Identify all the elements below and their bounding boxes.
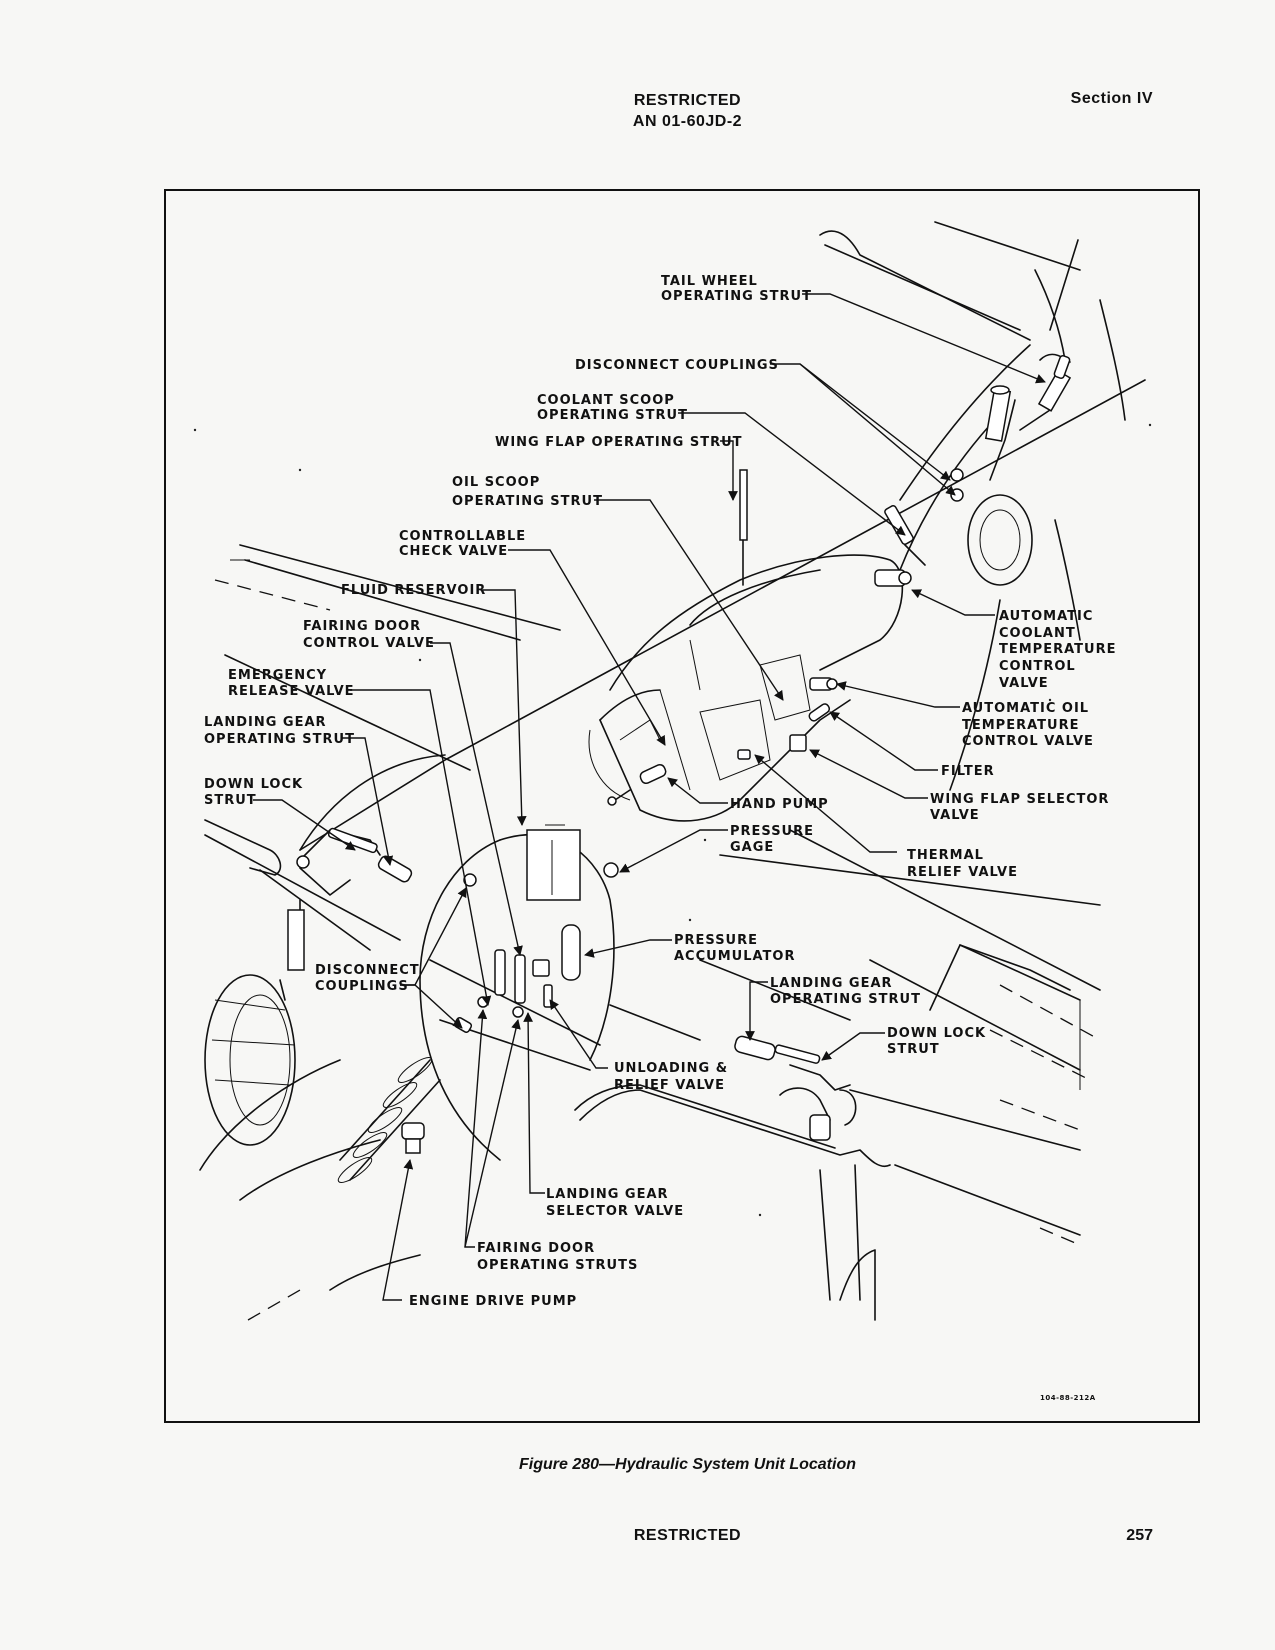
label-wing-flap-selector-l2: VALVE [930,808,980,823]
label-coolant-temp-valve-l1: AUTOMATIC [999,609,1093,624]
label-disconnect-left-l2: COUPLINGS [315,979,409,994]
label-lg-strut-right-l2: OPERATING STRUT [770,992,921,1007]
label-lg-selector-l1: LANDING GEAR [546,1187,669,1202]
header-classification: RESTRICTED [633,92,742,109]
label-oil-temp-valve-l1: AUTOMATIC OIL [962,701,1089,716]
label-fairing-struts-l1: FAIRING DOOR [477,1241,595,1256]
page-header: RESTRICTED AN 01-60JD-2 [0,90,1275,132]
label-coolant-temp-valve-l2: COOLANT [999,626,1076,641]
label-disconnect-couplings-top: DISCONNECT COUPLINGS [575,358,779,373]
label-down-lock-right-l2: STRUT [887,1042,940,1057]
label-pressure-gage-l1: PRESSURE [730,824,814,839]
label-lg-strut-left-l1: LANDING GEAR [204,715,327,730]
label-down-lock-left-l2: STRUT [204,793,257,808]
label-emergency-release-l2: RELEASE VALVE [228,684,355,699]
label-down-lock-left-l1: DOWN LOCK [204,777,303,792]
label-oil-temp-valve-l3: CONTROL VALVE [962,734,1094,749]
label-fairing-struts-l2: OPERATING STRUTS [477,1258,638,1273]
label-tail-wheel-strut-l2: OPERATING STRUT [661,289,812,304]
label-accumulator-l1: PRESSURE [674,933,758,948]
label-down-lock-right-l1: DOWN LOCK [887,1026,986,1041]
label-thermal-relief-l1: THERMAL [907,848,984,863]
hydraulic-system-diagram: 104-88-212A [193,221,1152,1402]
airframe-drawing [193,221,1152,1321]
label-oil-temp-valve-l2: TEMPERATURE [962,718,1079,733]
label-thermal-relief-l2: RELIEF VALVE [907,865,1018,880]
label-disconnect-left-l1: DISCONNECT [315,963,420,978]
label-oil-scoop-l2: OPERATING STRUT [452,494,603,509]
label-coolant-temp-valve-l3: TEMPERATURE [999,642,1116,657]
label-coolant-temp-valve-l4: CONTROL [999,659,1076,674]
label-wing-flap-strut: WING FLAP OPERATING STRUT [495,435,743,450]
callout-labels: TAIL WHEEL OPERATING STRUT DISCONNECT CO… [204,274,1116,1309]
label-coolant-temp-valve-l5: VALVE [999,676,1049,691]
label-fairing-door-valve-l2: CONTROL VALVE [303,636,435,651]
figure-frame [164,189,1200,1423]
page-number: 257 [1126,1527,1153,1544]
label-unloading-valve-l2: RELIEF VALVE [614,1078,725,1093]
label-hand-pump: HAND PUMP [730,797,829,812]
header-doc-number: AN 01-60JD-2 [632,113,743,130]
label-check-valve-l2: CHECK VALVE [399,544,508,559]
label-fairing-door-valve-l1: FAIRING DOOR [303,619,421,634]
label-lg-strut-right-l1: LANDING GEAR [770,976,893,991]
label-check-valve-l1: CONTROLLABLE [399,529,526,544]
footer-classification: RESTRICTED [633,1527,742,1544]
label-coolant-scoop-l2: OPERATING STRUT [537,408,688,423]
label-oil-scoop-l1: OIL SCOOP [452,475,540,490]
label-lg-strut-left-l2: OPERATING STRUT [204,732,355,747]
label-tail-wheel-strut-l1: TAIL WHEEL [661,274,758,289]
label-unloading-valve-l1: UNLOADING & [614,1061,728,1076]
label-wing-flap-selector-l1: WING FLAP SELECTOR [930,792,1109,807]
drawing-number: 104-88-212A [1040,1394,1096,1402]
label-emergency-release-l1: EMERGENCY [228,668,327,683]
header-section: Section IV [1070,90,1153,107]
label-coolant-scoop-l1: COOLANT SCOOP [537,393,675,408]
label-engine-drive-pump: ENGINE DRIVE PUMP [409,1294,577,1309]
leader-lines [253,293,1046,1301]
label-accumulator-l2: ACCUMULATOR [674,949,795,964]
label-filter: FILTER [941,764,995,779]
label-pressure-gage-l2: GAGE [730,840,774,855]
label-fluid-reservoir: FLUID RESERVOIR [341,583,486,598]
figure-caption: Figure 280—Hydraulic System Unit Locatio… [519,1456,856,1473]
label-lg-selector-l2: SELECTOR VALVE [546,1204,684,1219]
